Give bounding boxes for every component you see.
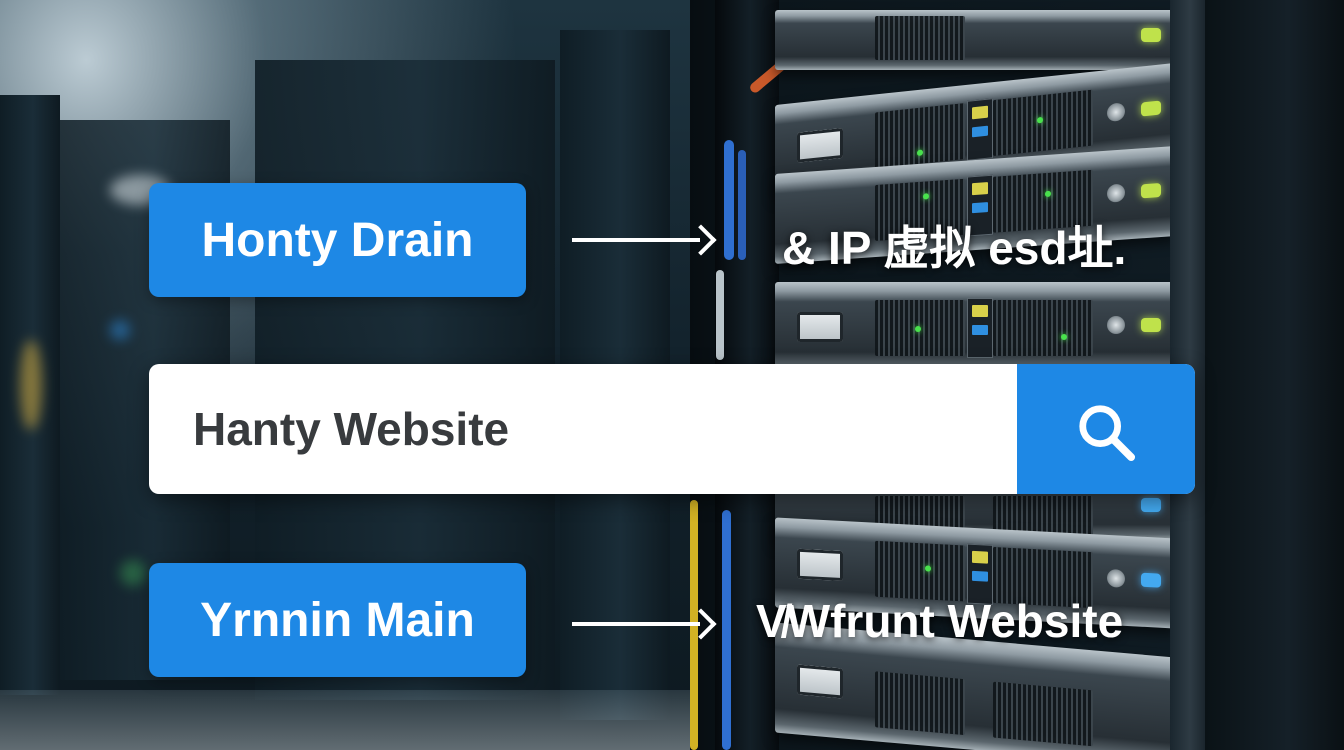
server-unit (775, 10, 1175, 70)
server-knob (1107, 183, 1125, 203)
search-input[interactable] (149, 364, 1017, 494)
drive-bay (967, 98, 993, 161)
search-icon (1079, 405, 1136, 462)
source-label-button[interactable]: Honty Drain (149, 183, 526, 297)
server-label-plate (797, 312, 843, 342)
grey-cable (716, 270, 724, 360)
server-knob (1107, 316, 1125, 334)
status-led (925, 565, 931, 572)
server-grille (993, 89, 1093, 157)
blue-cable (738, 150, 746, 260)
server-label-plate (797, 127, 843, 163)
status-led (915, 326, 921, 332)
status-indicator (1141, 572, 1161, 588)
server-grille (993, 300, 1093, 356)
arrow-head (685, 224, 717, 256)
arrow-head (685, 608, 717, 640)
result-text: & IP 虚拟 esd址. (782, 222, 1127, 274)
search-button[interactable] (1017, 364, 1195, 494)
aisle-light (20, 340, 42, 430)
server-grille (875, 16, 965, 60)
status-indicator (1141, 498, 1161, 512)
server-grille (875, 103, 965, 169)
arrow-shaft (572, 238, 700, 242)
aisle-light (110, 320, 130, 340)
server-grille (993, 681, 1093, 747)
server-grille (875, 540, 965, 602)
status-indicator (1141, 182, 1161, 199)
drive-bay (967, 298, 993, 358)
search-bar (149, 364, 1195, 494)
status-indicator (1141, 28, 1161, 42)
floor (0, 690, 720, 750)
server-knob (1107, 568, 1125, 588)
status-indicator (1141, 318, 1161, 332)
blue-cable (724, 140, 734, 260)
server-grille (875, 671, 965, 736)
source-label-button[interactable]: Yrnnin Main (149, 563, 526, 677)
blue-cable (722, 510, 731, 750)
result-text: V̸Wfrunt Website (756, 595, 1124, 647)
aisle-light (120, 560, 146, 586)
arrow-right-icon (572, 608, 717, 640)
status-led (1061, 334, 1067, 340)
status-indicator (1141, 100, 1161, 117)
server-label-plate (797, 664, 843, 699)
arrow-right-icon (572, 224, 717, 256)
arrow-shaft (572, 622, 700, 626)
server-knob (1107, 102, 1125, 123)
rack-side-panel (1205, 0, 1344, 750)
server-label-plate (797, 548, 843, 582)
server-unit (775, 282, 1175, 372)
